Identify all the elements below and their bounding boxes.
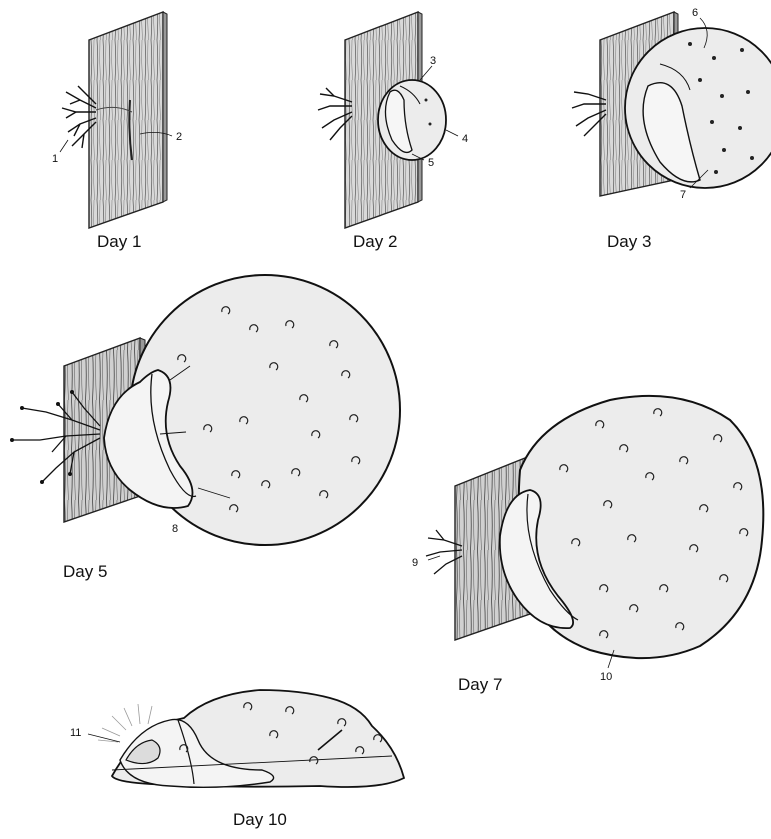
wood-panel bbox=[89, 12, 163, 228]
day2-illustration bbox=[318, 12, 458, 228]
label-7: 7 bbox=[680, 189, 686, 201]
day1-illustration bbox=[60, 12, 172, 228]
caption-day-5: Day 5 bbox=[63, 562, 107, 582]
day10-illustration bbox=[88, 690, 404, 787]
label-1: 1 bbox=[52, 153, 58, 165]
label-9: 9 bbox=[412, 557, 418, 569]
label-10: 10 bbox=[600, 671, 612, 683]
day3-illustration bbox=[572, 12, 771, 196]
caption-day-7: Day 7 bbox=[458, 675, 502, 695]
label-3: 3 bbox=[430, 55, 436, 67]
day5-illustration bbox=[10, 275, 400, 545]
label-8: 8 bbox=[172, 523, 178, 535]
caption-day-2: Day 2 bbox=[353, 232, 397, 252]
label-6: 6 bbox=[692, 7, 698, 19]
caption-day-3: Day 3 bbox=[607, 232, 651, 252]
label-4: 4 bbox=[462, 133, 468, 145]
caption-day-1: Day 1 bbox=[97, 232, 141, 252]
label-5: 5 bbox=[428, 157, 434, 169]
label-2: 2 bbox=[176, 131, 182, 143]
caption-day-10: Day 10 bbox=[233, 810, 287, 830]
day7-illustration bbox=[426, 396, 763, 668]
label-11: 11 bbox=[70, 727, 81, 739]
